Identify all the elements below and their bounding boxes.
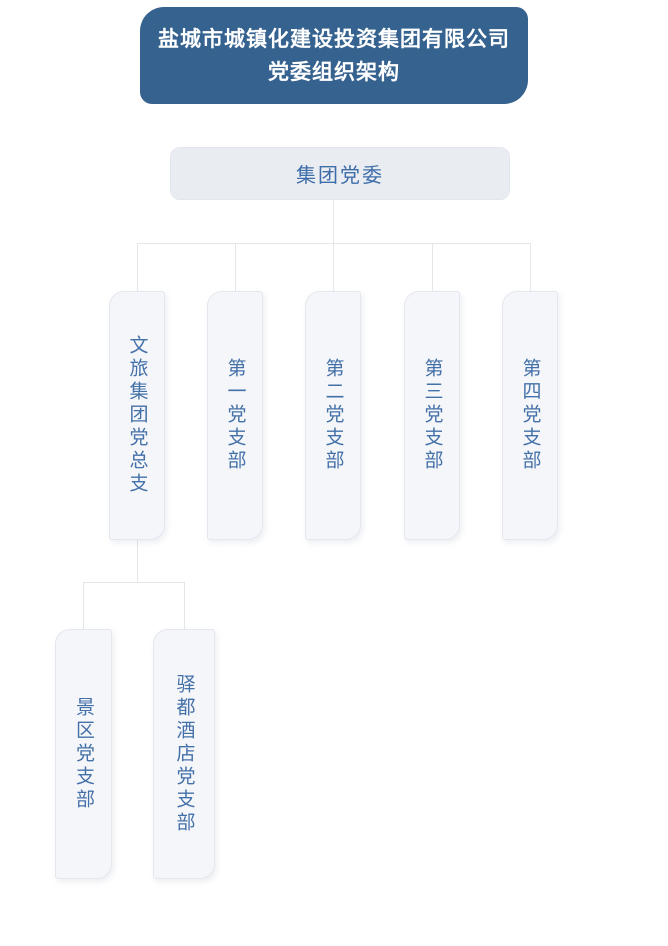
connector-culture-tourism-stem [137,540,138,582]
node-first-party-branch: 第一党支部 [207,291,263,540]
node-label: 第二党支部 [322,358,344,473]
header-title-line-2: 党委组织架构 [268,60,400,84]
root-node-label: 集团党委 [296,165,384,187]
header-title-box: 盐城市城镇化建设投资集团有限公司 党委组织架构 [140,7,528,104]
node-label: 第三党支部 [421,358,443,473]
node-fourth-party-branch: 第四党支部 [502,291,558,540]
connector-drop-child-2 [184,582,185,629]
node-group-party-committee: 集团党委 [170,147,510,200]
connector-root-stem [333,200,334,244]
node-scenic-area-party-branch: 景区党支部 [55,629,112,879]
node-label: 景区党支部 [73,696,94,812]
connector-drop-branch-1 [137,243,138,291]
connector-drop-branch-5 [530,243,531,291]
connector-drop-child-1 [83,582,84,629]
connector-drop-branch-2 [235,243,236,291]
connector-drop-branch-3 [333,243,334,291]
node-label: 第一党支部 [224,358,246,473]
connector-level3-rail [83,582,185,583]
header-title-line-1: 盐城市城镇化建设投资集团有限公司 [158,27,510,51]
node-culture-tourism-general-branch: 文旅集团党总支 [109,291,165,540]
node-label: 驿都酒店党支部 [173,673,195,835]
node-yidu-hotel-party-branch: 驿都酒店党支部 [153,629,215,879]
connector-level2-rail [137,243,531,244]
node-second-party-branch: 第二党支部 [305,291,361,540]
node-third-party-branch: 第三党支部 [404,291,460,540]
connector-drop-branch-4 [432,243,433,291]
node-label: 第四党支部 [519,358,541,473]
node-label: 文旅集团党总支 [126,335,148,496]
